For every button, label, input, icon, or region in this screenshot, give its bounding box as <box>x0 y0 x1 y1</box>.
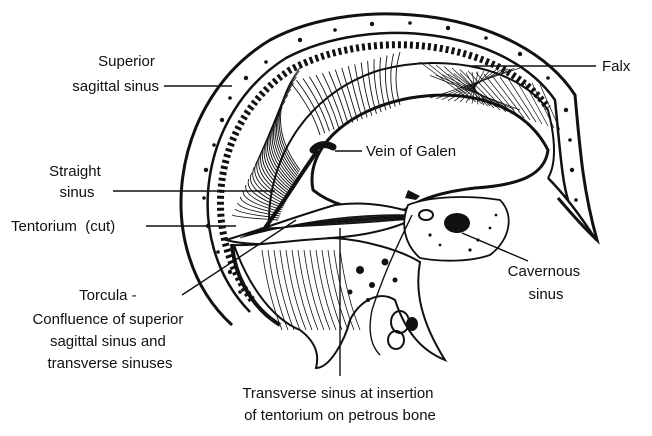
carotid-artery-section <box>419 210 433 220</box>
label-falx: Falx <box>602 58 631 75</box>
label-superior-sagittal-sinus: Superior sagittal sinus <box>72 53 159 95</box>
label-torcula: Torcula - Confluence of superior sagitta… <box>32 287 187 372</box>
cavernous-sinus <box>444 213 470 233</box>
label-cavernous-sinus: Cavernous sinus <box>508 263 585 303</box>
label-vein-of-galen: Vein of Galen <box>366 143 456 160</box>
label-transverse-sinus: Transverse sinus at insertion of tentori… <box>242 385 437 424</box>
label-straight-sinus: Straight sinus <box>49 163 105 201</box>
